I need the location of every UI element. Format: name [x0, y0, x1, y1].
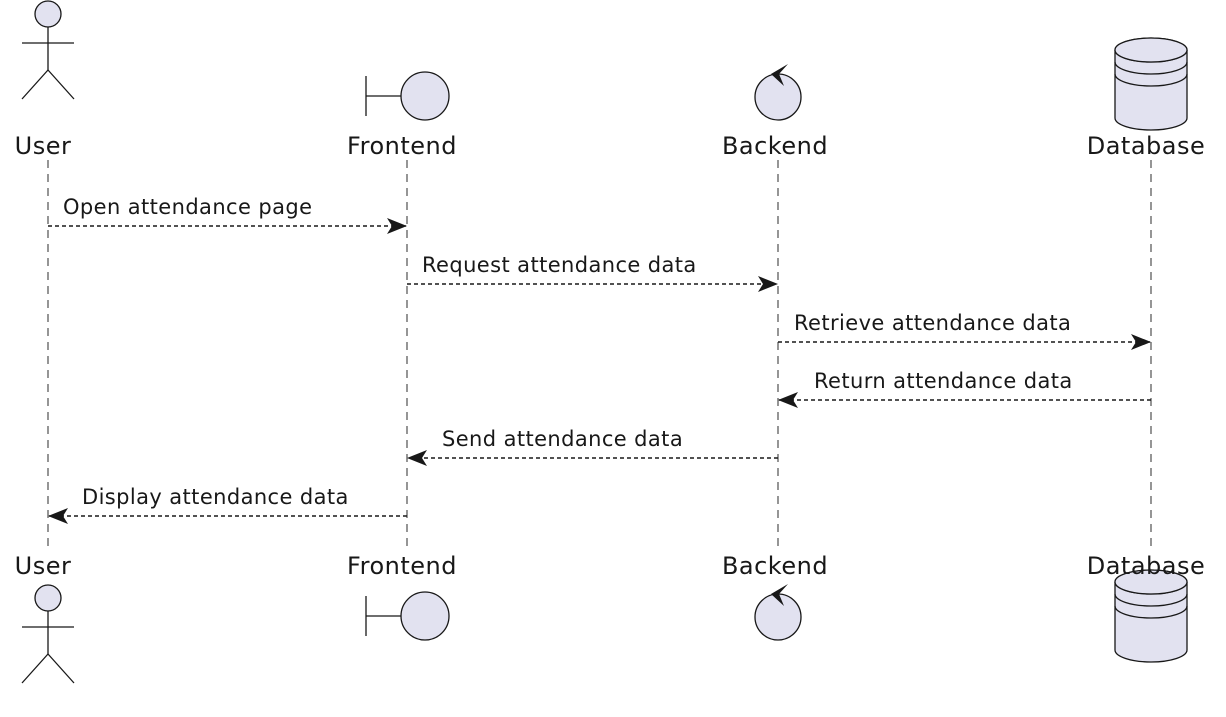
participant-label-frontend-top: Frontend — [347, 132, 457, 160]
actor-icon-user-top — [21, 0, 75, 100]
actor-icon-user-top-right-leg — [47, 69, 75, 100]
boundary-icon-frontend-top — [365, 71, 450, 121]
actor-icon-user-bottom-left-leg — [21, 653, 49, 684]
actor-icon-user-top-left-leg — [21, 69, 49, 100]
message-label-4: Return attendance data — [814, 369, 1073, 393]
database-icon-top — [1114, 37, 1188, 131]
actor-icon-user-bottom — [21, 584, 75, 684]
message-label-5: Send attendance data — [442, 427, 684, 451]
control-icon-backend-top-arrow-icon — [771, 64, 788, 86]
participant-label-user-top: User — [14, 132, 72, 160]
control-icon-backend-bottom-circle — [754, 593, 802, 641]
message-label-6: Display attendance data — [82, 485, 349, 509]
participant-label-backend-top: Backend — [721, 132, 829, 160]
control-icon-backend-bottom — [754, 584, 802, 641]
control-icon-backend-top — [754, 64, 802, 121]
database-icon-bottom — [1114, 569, 1188, 663]
participant-label-user-bottom: User — [14, 552, 72, 580]
actor-icon-user-bottom-head — [34, 584, 62, 612]
database-icon-top-inner-arc-1 — [1114, 61, 1188, 75]
message-label-1: Open attendance page — [63, 195, 313, 219]
message-label-3: Retrieve attendance data — [794, 311, 1072, 335]
database-icon-top-inner-arc-2 — [1114, 73, 1188, 87]
control-icon-backend-top-circle — [754, 73, 802, 121]
database-icon-bottom-inner-arc-2 — [1114, 605, 1188, 619]
actor-icon-user-bottom-right-leg — [47, 653, 75, 684]
participant-label-database-top: Database — [1086, 132, 1206, 160]
message-label-2: Request attendance data — [422, 253, 697, 277]
database-icon-bottom-top-ellipse — [1114, 569, 1188, 595]
boundary-icon-frontend-top-circle — [400, 71, 450, 121]
participant-label-backend-bottom: Backend — [721, 552, 829, 580]
control-icon-backend-bottom-arrow-icon — [771, 584, 788, 606]
participant-label-database-bottom: Database — [1086, 552, 1206, 580]
database-icon-bottom-inner-arc-1 — [1114, 593, 1188, 607]
boundary-icon-frontend-bottom-circle — [400, 591, 450, 641]
participant-label-frontend-bottom: Frontend — [347, 552, 457, 580]
boundary-icon-frontend-bottom — [365, 591, 450, 641]
database-icon-top-top-ellipse — [1114, 37, 1188, 63]
actor-icon-user-top-head — [34, 0, 62, 28]
